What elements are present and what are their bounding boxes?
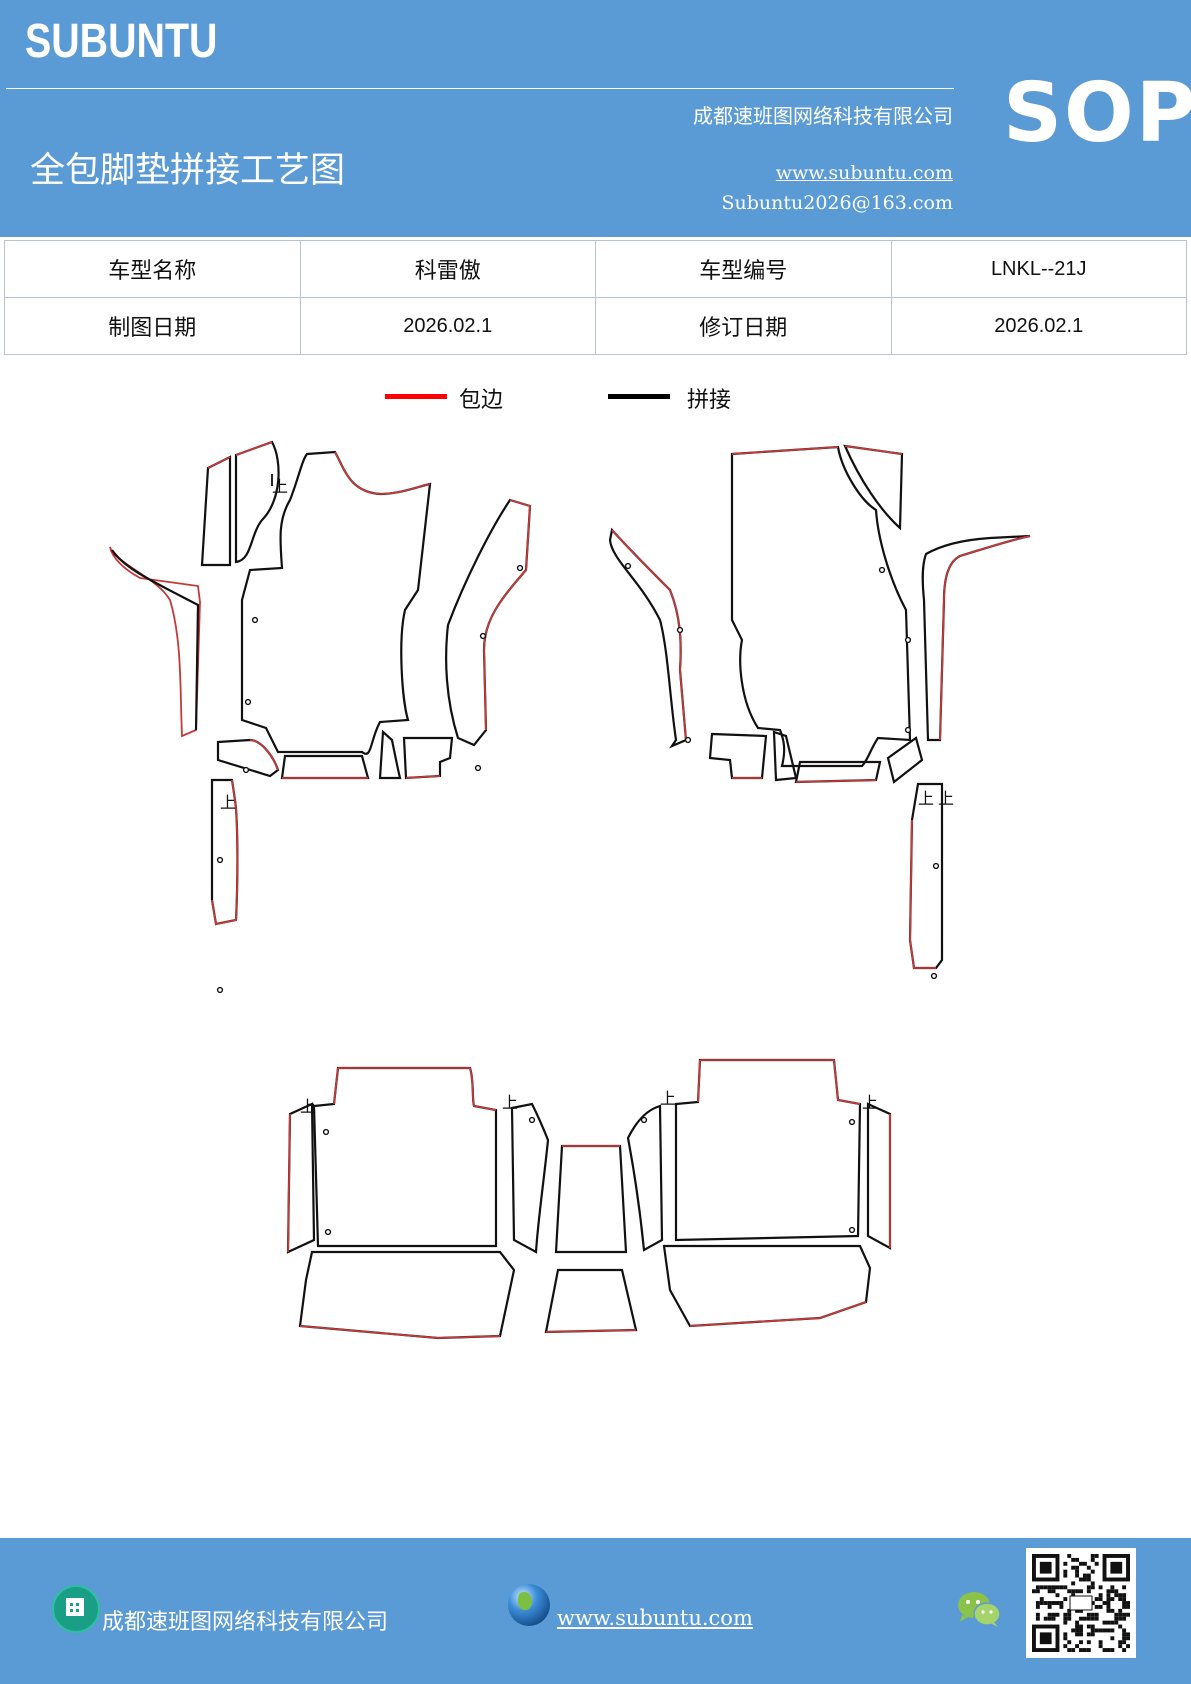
up-mark: 上 [502, 1093, 518, 1112]
up-mark: 上 [220, 793, 236, 812]
up-mark: 上 [918, 789, 934, 808]
driver-main-mat [240, 450, 432, 755]
company-name: 成都速班图网络科技有限公司 [693, 104, 953, 128]
value-model-name: 科雷傲 [299, 240, 596, 298]
rear-left-side-strip [510, 1102, 550, 1254]
driver-front-mat-group: 上 上 [109, 440, 532, 994]
up-mark: 上 [660, 1089, 676, 1108]
driver-heel-piece-3 [378, 729, 402, 780]
rear-right-sill [866, 1102, 892, 1250]
up-mark: 上 [272, 477, 288, 496]
up-mark: 上 [862, 1093, 878, 1112]
legend: 包边 拼接 [0, 380, 1191, 420]
brand-logo: SUBUNTU [25, 15, 218, 68]
floor-mat-diagram: 上 上 上 上 [109, 440, 1031, 1340]
rear-left-main [312, 1066, 498, 1248]
label-revise-date: 修订日期 [595, 297, 892, 355]
passenger-pillar-strip [843, 444, 904, 531]
passenger-left-strip [608, 527, 688, 749]
legend-label-seam: 拼接 [687, 388, 732, 413]
table-row: 车型名称 科雷傲 车型编号 LNKL--21J [4, 240, 1187, 298]
value-draw-date: 2026.02.1 [299, 297, 596, 355]
driver-heel-piece-4 [402, 736, 454, 780]
passenger-right-strip [921, 534, 1031, 742]
rear-center-top [554, 1144, 628, 1254]
legend-swatch-seam [608, 394, 670, 399]
label-draw-date: 制图日期 [4, 297, 301, 355]
table-row: 制图日期 2026.02.1 修订日期 2026.02.1 [4, 297, 1187, 355]
driver-right-strip [445, 498, 532, 747]
footer-website-link[interactable]: www.subuntu.com [557, 1606, 753, 1630]
up-mark: 上 [300, 1097, 316, 1116]
passenger-heel-2 [772, 730, 798, 782]
rear-left-sill [286, 1102, 316, 1254]
rear-left-footwell [298, 1250, 516, 1340]
label-model-name: 车型名称 [4, 240, 301, 298]
label-model-code: 车型编号 [595, 240, 892, 298]
passenger-rear-sill [908, 782, 944, 970]
info-table: 车型名称 科雷傲 车型编号 LNKL--21J 制图日期 2026.02.1 修… [4, 240, 1187, 355]
footer: 成都速班图网络科技有限公司 www.subuntu.com [0, 1538, 1191, 1684]
left-sill-strip [109, 546, 201, 738]
footer-company: 成都速班图网络科技有限公司 [102, 1610, 389, 1635]
left-pillar-strip [200, 455, 232, 567]
qr-code [1026, 1548, 1136, 1658]
left-pillar-strip-2 [234, 440, 280, 564]
passenger-main-mat [730, 445, 912, 768]
globe-icon [508, 1584, 550, 1626]
building-icon [52, 1585, 100, 1633]
rear-mat-group: 上 上 上 上 [286, 1058, 892, 1340]
website-link[interactable]: www.subuntu.com [775, 162, 953, 184]
value-model-code: LNKL--21J [890, 240, 1187, 298]
driver-heel-piece-2 [280, 754, 370, 780]
header: SUBUNTU 成都速班图网络科技有限公司 全包脚垫拼接工艺图 www.subu… [0, 0, 1191, 237]
passenger-heel-1 [708, 732, 768, 780]
up-mark: 上 [938, 789, 954, 808]
legend-swatch-edging [385, 394, 447, 399]
header-divider [6, 88, 954, 89]
rear-center-footwell [544, 1268, 638, 1334]
document-title: 全包脚垫拼接工艺图 [30, 151, 346, 191]
wechat-icon [958, 1592, 1001, 1627]
passenger-heel-4 [886, 736, 924, 784]
rear-right-footwell [662, 1244, 872, 1328]
value-revise-date: 2026.02.1 [890, 297, 1187, 355]
rear-right-main [674, 1058, 862, 1242]
rear-right-side-strip [626, 1104, 664, 1252]
legend-label-edging: 包边 [459, 388, 504, 413]
email-address: Subuntu2026@163.com [721, 192, 953, 214]
passenger-front-mat-group: 上 上 [608, 444, 1031, 980]
sop-label: SOP [1003, 66, 1191, 161]
